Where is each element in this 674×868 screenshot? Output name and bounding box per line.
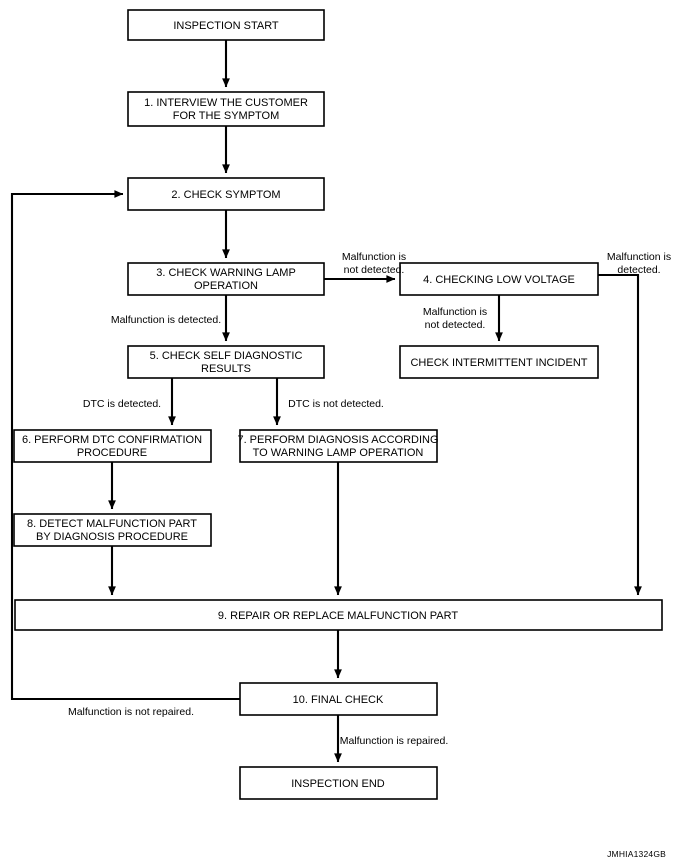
edge-label-malfunction-repaired: Malfunction is repaired. xyxy=(340,735,449,747)
edge-label-lamp-to-voltage: Malfunction is not detected. xyxy=(342,251,406,276)
node-step4-low-voltage[interactable]: 4. CHECKING LOW VOLTAGE xyxy=(399,262,599,296)
edge-label-lamp-malfunction-detected: Malfunction is detected. xyxy=(111,314,221,326)
node-step7-diagnosis-warning-lamp-label-line2: TO WARNING LAMP OPERATION xyxy=(253,447,424,459)
edge-label-voltage-detected-line2: detected. xyxy=(617,264,660,276)
node-step10-final-check[interactable]: 10. FINAL CHECK xyxy=(239,682,438,716)
node-step7-diagnosis-warning-lamp[interactable]: 7. PERFORM DIAGNOSIS ACCORDING TO WARNIN… xyxy=(237,429,439,463)
node-step6-dtc-confirmation-label-line1: 6. PERFORM DTC CONFIRMATION xyxy=(22,434,202,446)
node-step2-check-symptom-label: 2. CHECK SYMPTOM xyxy=(171,189,280,201)
node-step2-check-symptom[interactable]: 2. CHECK SYMPTOM xyxy=(127,177,325,211)
edge-label-dtc-detected: DTC is detected. xyxy=(83,398,161,410)
node-step10-final-check-label: 10. FINAL CHECK xyxy=(293,694,384,706)
edge-label-voltage-detected-line1: Malfunction is xyxy=(607,251,671,263)
edge-label-voltage-not-detected-line2: not detected. xyxy=(425,319,486,331)
node-step6-dtc-confirmation[interactable]: 6. PERFORM DTC CONFIRMATION PROCEDURE xyxy=(13,429,212,463)
node-step5-self-diagnostic[interactable]: 5. CHECK SELF DIAGNOSTIC RESULTS xyxy=(127,345,325,379)
edge-final-check-loop-to-check-symptom xyxy=(10,190,240,701)
node-step5-self-diagnostic-label-line1: 5. CHECK SELF DIAGNOSTIC xyxy=(150,350,303,362)
figure-id-label: JMHIA1324GB xyxy=(607,849,666,859)
edge-label-voltage-not-detected-line1: Malfunction is xyxy=(423,306,487,318)
node-step8-detect-malfunction-part-label-line2: BY DIAGNOSIS PROCEDURE xyxy=(36,531,188,543)
node-step5-self-diagnostic-label-line2: RESULTS xyxy=(201,363,251,375)
node-step1-interview[interactable]: 1. INTERVIEW THE CUSTOMER FOR THE SYMPTO… xyxy=(127,91,325,127)
node-step1-interview-label-line2: FOR THE SYMPTOM xyxy=(173,110,280,122)
edge-label-voltage-not-detected: Malfunction is not detected. xyxy=(423,306,487,331)
node-step6-dtc-confirmation-label-line2: PROCEDURE xyxy=(77,447,147,459)
node-step4-low-voltage-label: 4. CHECKING LOW VOLTAGE xyxy=(423,274,575,286)
edge-label-lamp-to-voltage-line1: Malfunction is xyxy=(342,251,406,263)
node-inspection-start[interactable]: INSPECTION START xyxy=(127,9,325,41)
node-inspection-end[interactable]: INSPECTION END xyxy=(239,766,438,800)
node-step1-interview-label-line1: 1. INTERVIEW THE CUSTOMER xyxy=(144,97,308,109)
node-step7-diagnosis-warning-lamp-label-line1: 7. PERFORM DIAGNOSIS ACCORDING xyxy=(237,434,438,446)
node-inspection-start-label: INSPECTION START xyxy=(173,20,279,32)
node-step3-warning-lamp-label-line2: OPERATION xyxy=(194,280,258,292)
node-step9-repair-or-replace[interactable]: 9. REPAIR OR REPLACE MALFUNCTION PART xyxy=(14,599,663,631)
node-step8-detect-malfunction-part-label-line1: 8. DETECT MALFUNCTION PART xyxy=(27,518,197,530)
node-inspection-end-label: INSPECTION END xyxy=(291,778,385,790)
node-step8-detect-malfunction-part[interactable]: 8. DETECT MALFUNCTION PART BY DIAGNOSIS … xyxy=(13,513,212,547)
edge-label-dtc-not-detected: DTC is not detected. xyxy=(288,398,384,410)
edge-label-malfunction-not-repaired: Malfunction is not repaired. xyxy=(68,706,194,718)
node-step3-warning-lamp-label-line1: 3. CHECK WARNING LAMP xyxy=(156,267,296,279)
node-step9-repair-or-replace-label: 9. REPAIR OR REPLACE MALFUNCTION PART xyxy=(218,610,458,622)
edge-label-lamp-to-voltage-line2: not detected. xyxy=(344,264,405,276)
node-check-intermittent-incident[interactable]: CHECK INTERMITTENT INCIDENT xyxy=(399,345,599,379)
node-step3-warning-lamp[interactable]: 3. CHECK WARNING LAMP OPERATION xyxy=(127,262,325,296)
edge-label-voltage-detected: Malfunction is detected. xyxy=(607,251,671,276)
edge-low-voltage-to-repair xyxy=(598,273,642,596)
node-check-intermittent-incident-label: CHECK INTERMITTENT INCIDENT xyxy=(410,357,587,369)
